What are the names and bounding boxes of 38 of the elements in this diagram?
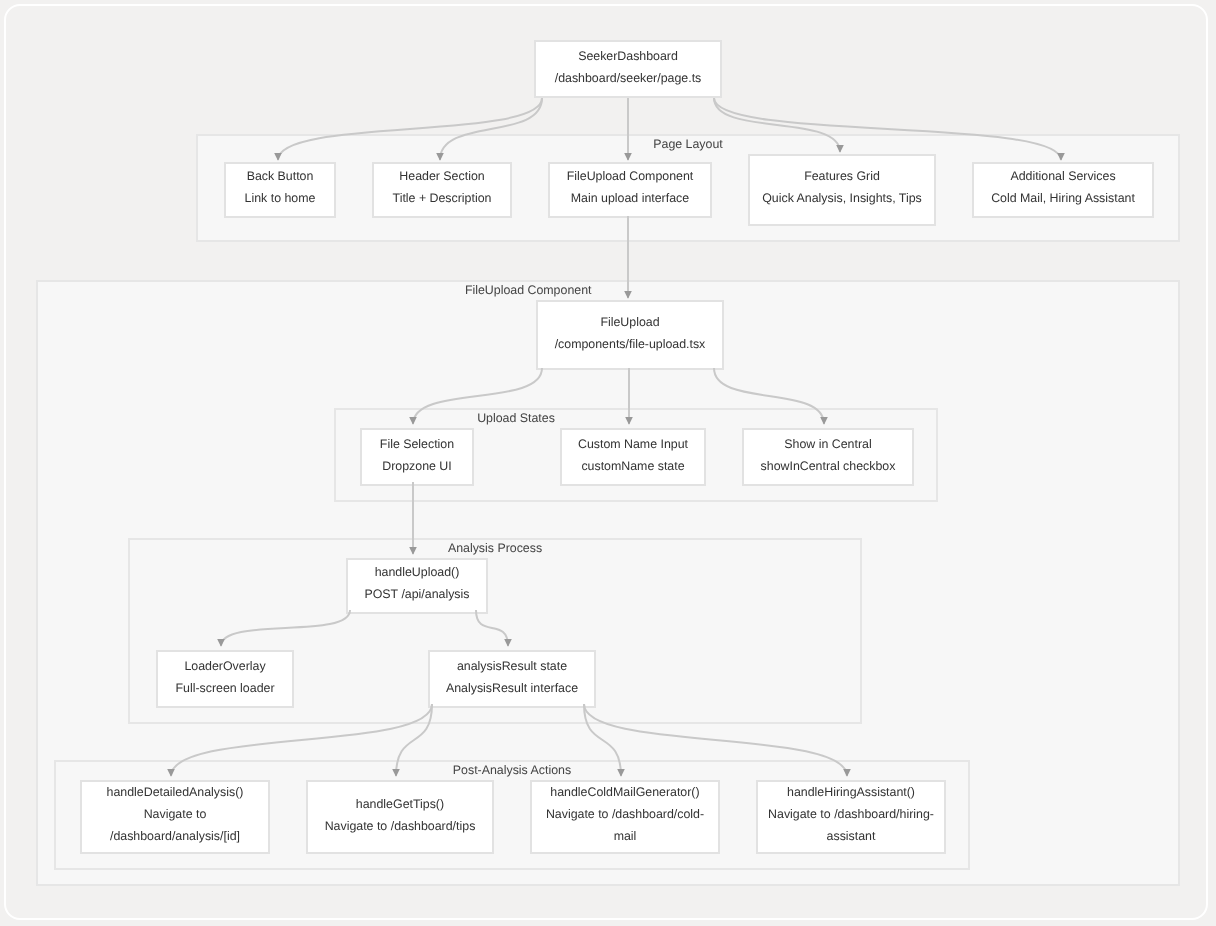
- group-container: [196, 134, 1180, 242]
- group-container: [36, 280, 1180, 886]
- arrow: [411, 367, 543, 425]
- arrow: [437, 97, 543, 161]
- arrow: [219, 609, 351, 647]
- process-box: [530, 780, 720, 854]
- arrow: [625, 367, 633, 425]
- process-box: [972, 162, 1154, 218]
- process-box: [224, 162, 336, 218]
- process-box: [306, 780, 494, 854]
- process-box: [536, 300, 724, 370]
- arrow: [475, 609, 512, 647]
- process-box: [560, 428, 706, 486]
- arrow: [713, 97, 1062, 161]
- group-container: [128, 538, 862, 724]
- process-box: [548, 162, 712, 218]
- process-box: [346, 558, 488, 614]
- arrow: [409, 481, 417, 555]
- group-container: [334, 408, 938, 502]
- arrow: [583, 703, 848, 777]
- arrow: [277, 97, 543, 161]
- arrow: [170, 703, 433, 777]
- arrow: [624, 215, 632, 299]
- process-box: [534, 40, 722, 98]
- arrow: [713, 97, 842, 153]
- process-box: [372, 162, 512, 218]
- process-box: [748, 154, 936, 226]
- process-box: [756, 780, 946, 854]
- process-box: [156, 650, 294, 708]
- process-box: [428, 650, 596, 708]
- process-box: [742, 428, 914, 486]
- group-container: [54, 760, 970, 870]
- arrow: [583, 703, 625, 777]
- process-box: [80, 780, 270, 854]
- process-box: [360, 428, 474, 486]
- arrow: [713, 367, 827, 425]
- arrow: [624, 97, 632, 161]
- arrow: [392, 703, 433, 777]
